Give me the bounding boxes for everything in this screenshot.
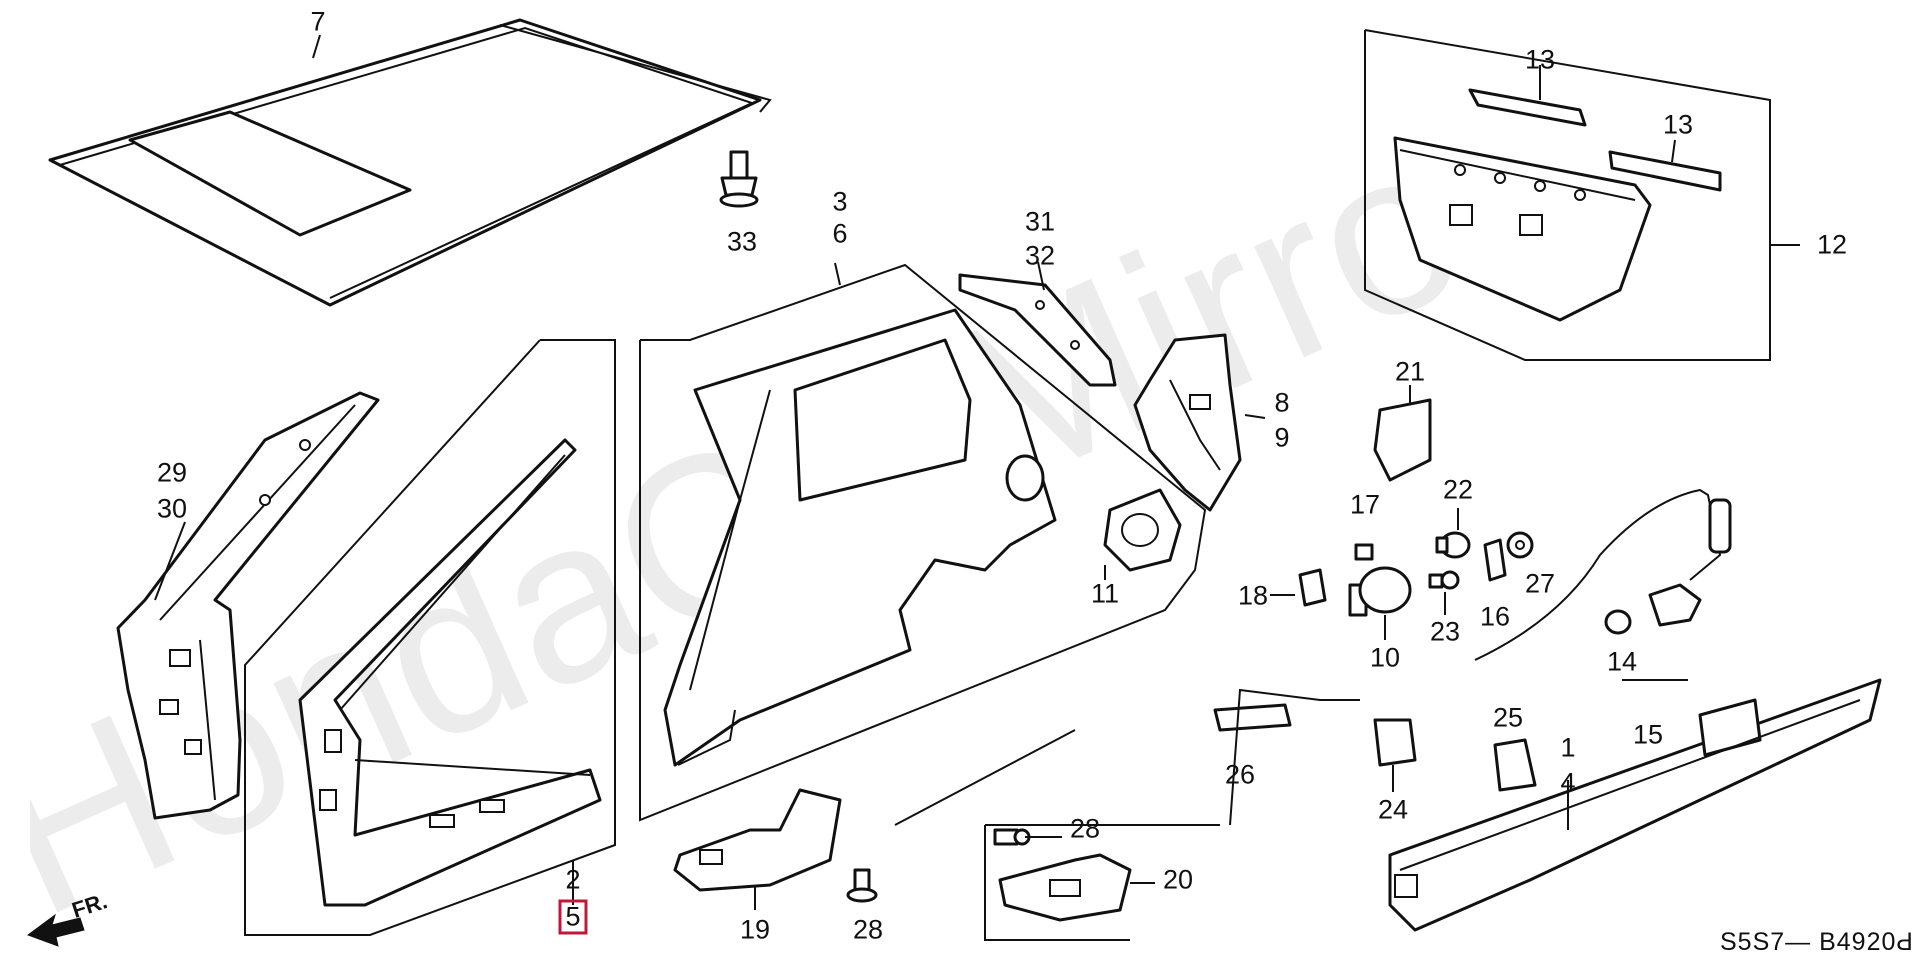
callout-6[interactable]: 6: [832, 218, 848, 249]
fuel-filler-housing[interactable]: [1103, 488, 1182, 572]
callout-26[interactable]: 26: [1224, 759, 1256, 790]
leader-31: [1037, 261, 1045, 291]
front-outer-panel[interactable]: [298, 438, 602, 907]
bracket-19[interactable]: [673, 788, 842, 892]
callout-30[interactable]: 30: [156, 493, 188, 524]
fuel-cap-10[interactable]: [1348, 566, 1412, 617]
callout-33[interactable]: 33: [726, 226, 758, 257]
holder-16[interactable]: [1483, 538, 1507, 582]
lid-opener-cable[interactable]: [1474, 488, 1732, 661]
quarter-inner-panel[interactable]: [1133, 333, 1242, 512]
callout-18[interactable]: 18: [1237, 580, 1269, 611]
callout-24[interactable]: 24: [1377, 794, 1409, 825]
callout-8[interactable]: 8: [1274, 387, 1290, 418]
callout-16[interactable]: 16: [1479, 601, 1511, 632]
callout-12[interactable]: 12: [1816, 229, 1848, 260]
bolt-28a[interactable]: [846, 868, 878, 903]
clip-17[interactable]: [1354, 543, 1374, 561]
callout-28b[interactable]: 28: [1069, 813, 1101, 844]
callout-23[interactable]: 23: [1429, 616, 1461, 647]
callout-11[interactable]: 11: [1090, 578, 1120, 609]
callout-4[interactable]: 4: [1560, 767, 1576, 798]
front-arrow-icon: [26, 913, 85, 947]
grommet-22[interactable]: [1435, 531, 1471, 559]
callout-9[interactable]: 9: [1274, 422, 1290, 453]
callout-31[interactable]: 31: [1024, 206, 1056, 237]
callout-22[interactable]: 22: [1442, 474, 1474, 505]
callout-2[interactable]: 2: [565, 864, 581, 895]
callout-32[interactable]: 32: [1024, 240, 1056, 271]
leader-29: [154, 521, 186, 601]
bolt-28b[interactable]: [993, 828, 1031, 846]
callout-21[interactable]: 21: [1394, 356, 1426, 387]
side-sill-panel[interactable]: [1388, 678, 1882, 932]
callout-20[interactable]: 20: [1162, 864, 1194, 895]
group-frame-12: [1364, 29, 1771, 361]
bracket-13a[interactable]: [1468, 88, 1587, 127]
clip-25[interactable]: [1493, 738, 1537, 792]
roof-panel[interactable]: [48, 18, 772, 307]
leader-13b: [1671, 139, 1676, 163]
callout-1[interactable]: 1: [1560, 732, 1576, 763]
rear-panel[interactable]: [1393, 136, 1652, 322]
grommet-14[interactable]: [1604, 609, 1632, 635]
callout-17[interactable]: 17: [1349, 489, 1381, 520]
callout-19[interactable]: 19: [739, 914, 771, 945]
a-pillar-inner[interactable]: [116, 391, 380, 820]
callout-25[interactable]: 25: [1492, 702, 1524, 733]
leader-3: [834, 262, 841, 286]
callout-7[interactable]: 7: [310, 6, 326, 37]
leader-8: [1244, 414, 1266, 419]
opener-cable[interactable]: [894, 729, 1076, 826]
drawing-code: S5S7— B4920Ԁ: [1720, 928, 1914, 956]
clip-18[interactable]: [1298, 568, 1327, 607]
callout-29[interactable]: 29: [156, 457, 188, 488]
bracket-13b[interactable]: [1608, 150, 1722, 192]
group-frame-2-5: [244, 339, 616, 936]
callout-15[interactable]: 15: [1632, 719, 1664, 750]
bolt-33[interactable]: [719, 150, 759, 208]
pad-26[interactable]: [1213, 703, 1292, 732]
group-frame-3-6: [639, 263, 1207, 822]
rear-quarter-panel[interactable]: [663, 308, 1057, 767]
group-frame-20: [984, 825, 1130, 941]
bracket-24[interactable]: [1373, 718, 1417, 767]
lever-assembly-20[interactable]: [998, 853, 1132, 922]
callout-27[interactable]: 27: [1524, 568, 1556, 599]
nut-27[interactable]: [1506, 531, 1534, 559]
callout-13a[interactable]: 13: [1524, 44, 1556, 75]
fuel-lid-21[interactable]: [1373, 398, 1432, 482]
callout-3[interactable]: 3: [832, 186, 848, 217]
guide-line: [1229, 688, 1360, 826]
callout-13b[interactable]: 13: [1662, 109, 1694, 140]
callout-5-selected[interactable]: 5: [558, 899, 588, 935]
callout-10[interactable]: 10: [1369, 642, 1401, 673]
screw-23[interactable]: [1428, 570, 1460, 590]
callout-14[interactable]: 14: [1606, 646, 1638, 677]
leader-7: [312, 34, 321, 59]
rear-pillar-bracket[interactable]: [958, 273, 1117, 387]
callout-28a[interactable]: 28: [852, 914, 884, 945]
